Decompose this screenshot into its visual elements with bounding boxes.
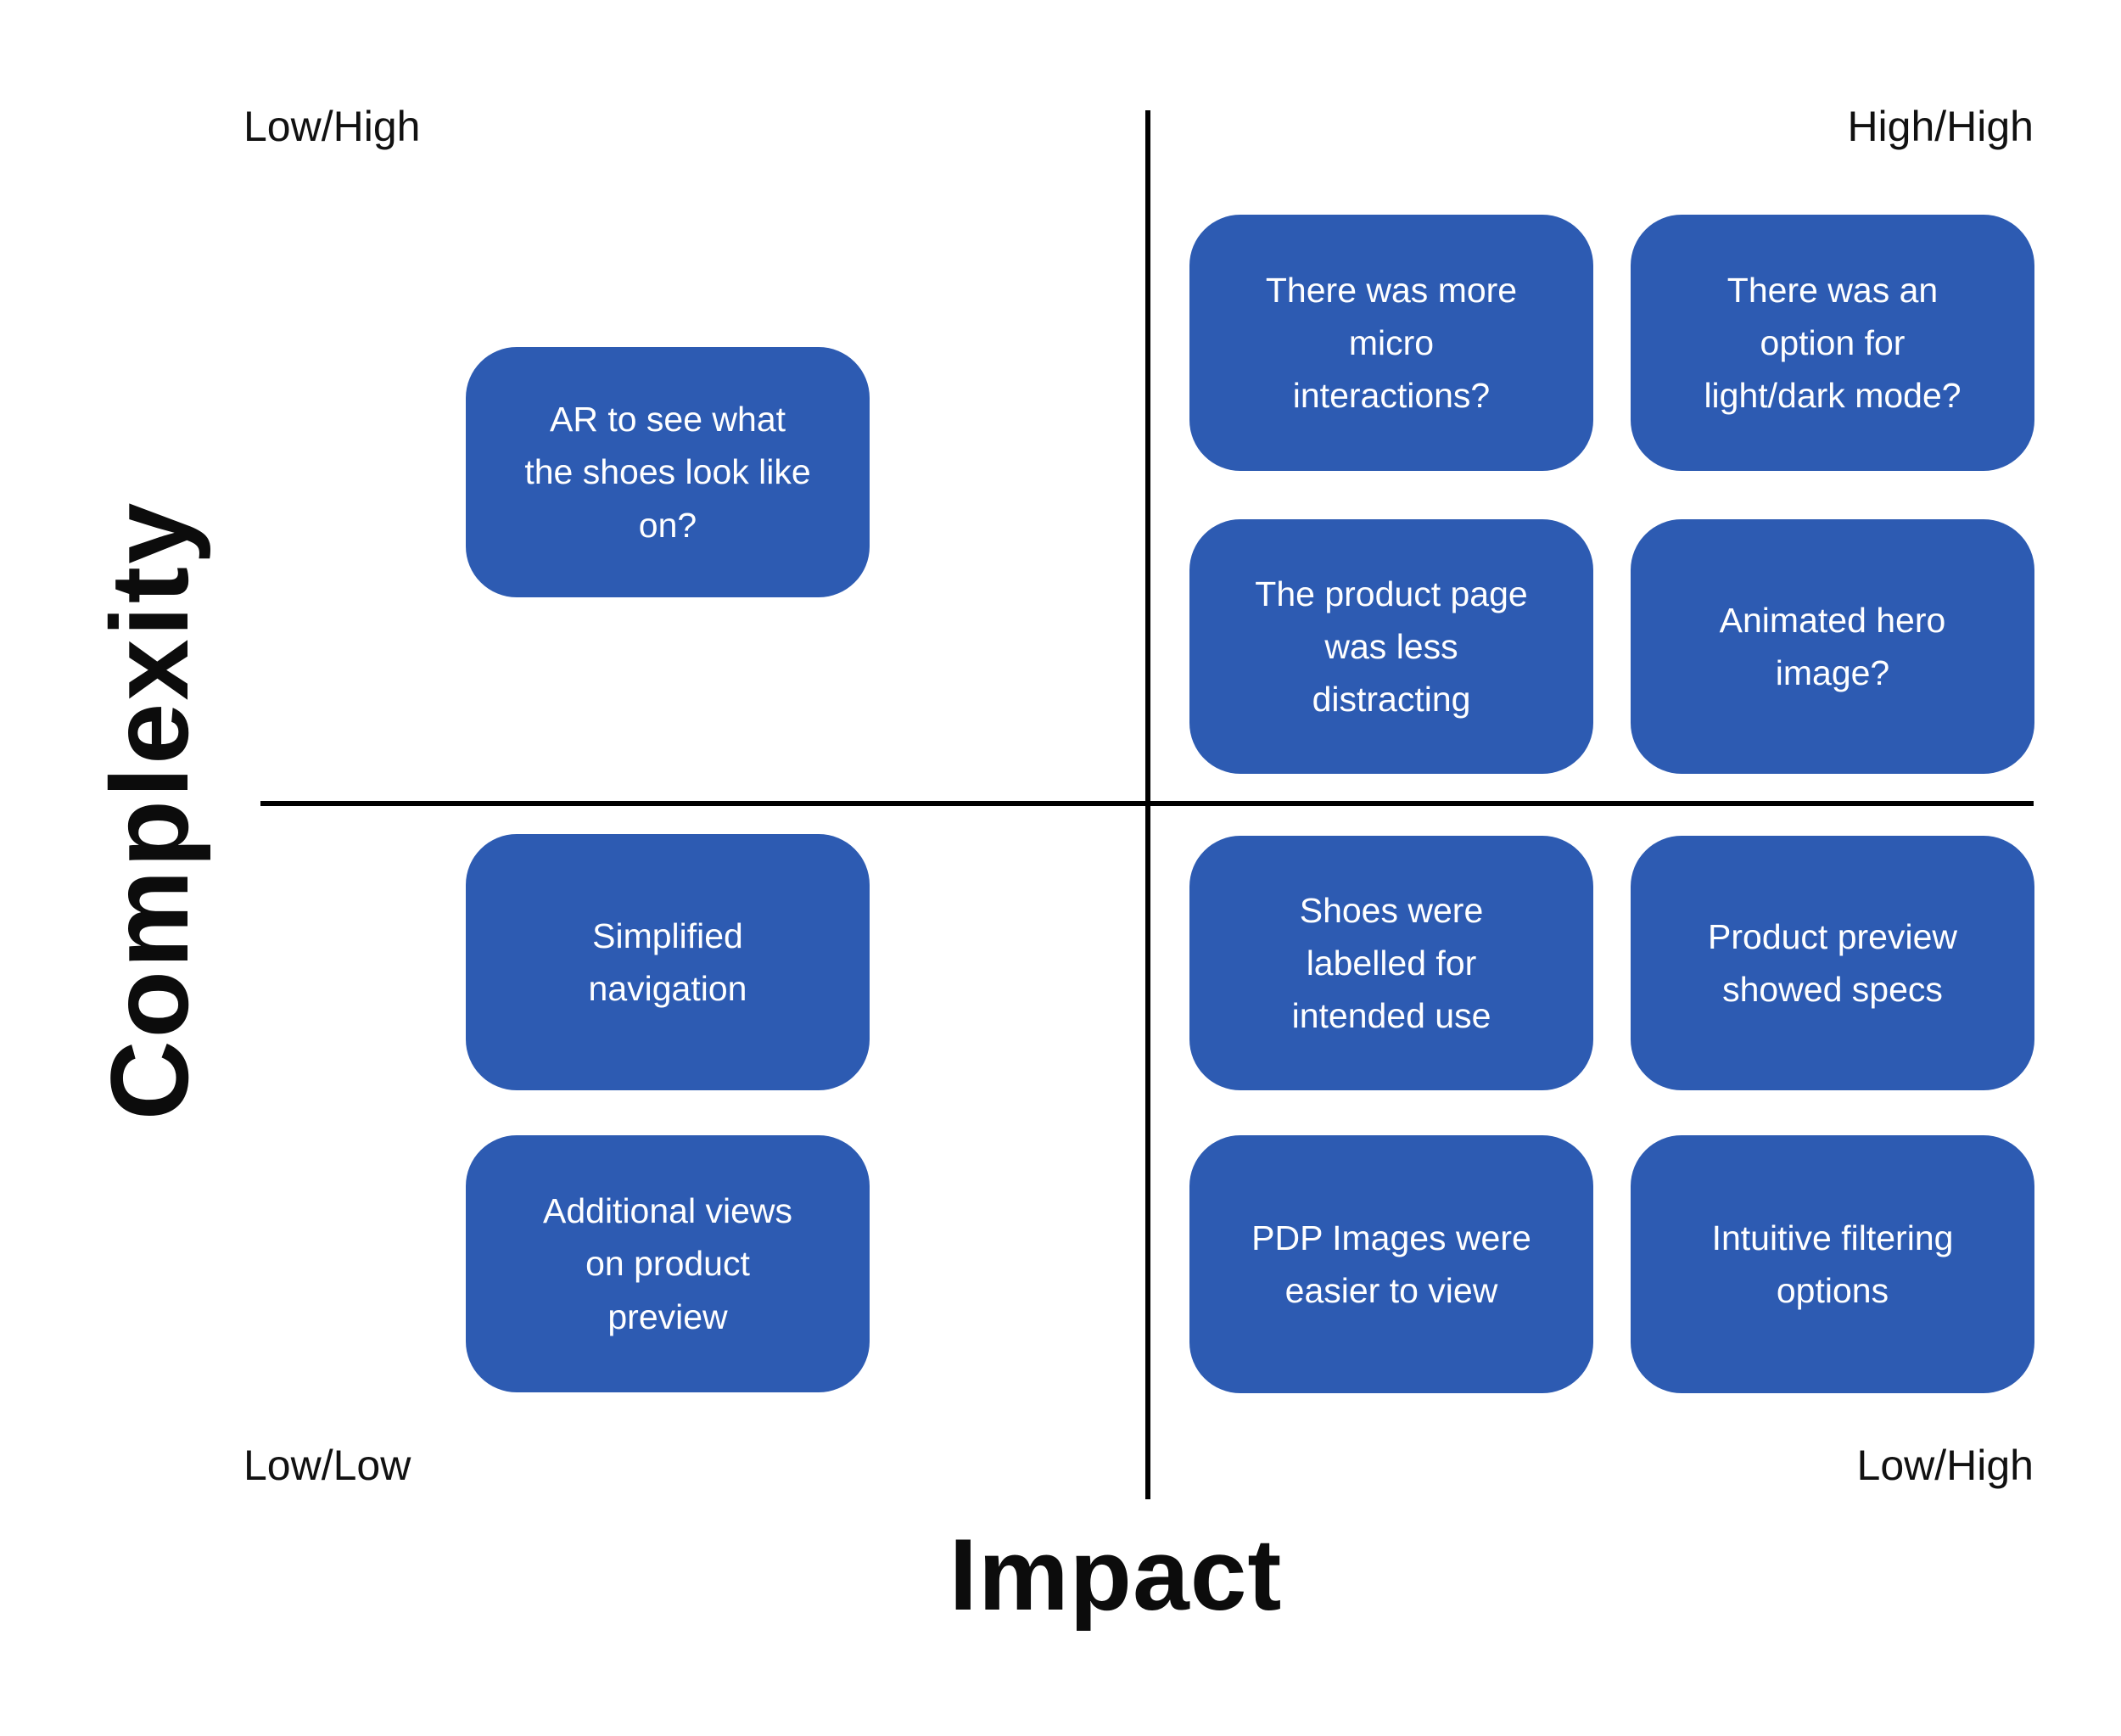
quadrant-label-bottom-right: Low/High [1856,1442,2034,1489]
y-axis-title: Complexity [87,500,211,1121]
sticky-note-text: The product page was less distracting [1255,574,1528,720]
sticky-note-text: AR to see what the shoes look like on? [524,400,811,545]
sticky-note-text: Additional views on product preview [543,1191,792,1336]
sticky-note-text: Shoes were labelled for intended use [1291,890,1491,1036]
sticky-note-ar-try-on[interactable]: AR to see what the shoes look like on? [466,347,870,597]
sticky-note-animated-hero[interactable]: Animated hero image? [1631,519,2034,774]
sticky-note-additional-views[interactable]: Additional views on product preview [466,1135,870,1392]
sticky-note-text: Intuitive filtering options [1711,1218,1954,1310]
sticky-note-pdp-images[interactable]: PDP Images were easier to view [1189,1135,1593,1393]
sticky-note-text: There was more micro interactions? [1265,270,1518,416]
x-axis-title: Impact [949,1518,1283,1632]
sticky-note-simplified-navigation[interactable]: Simplified navigation [466,834,870,1090]
sticky-note-intuitive-filtering[interactable]: Intuitive filtering options [1631,1135,2034,1393]
sticky-note-labelled-shoes[interactable]: Shoes were labelled for intended use [1189,836,1593,1090]
quadrant-label-top-left: Low/High [243,103,421,150]
sticky-note-text: Product preview showed specs [1708,916,1957,1009]
quadrant-label-bottom-left: Low/Low [243,1442,411,1489]
sticky-note-text: There was an option for light/dark mode? [1704,270,1962,416]
sticky-note-light-dark-mode[interactable]: There was an option for light/dark mode? [1631,215,2034,471]
quadrant-label-top-right: High/High [1847,103,2034,150]
sticky-note-text: Animated hero image? [1719,600,1946,692]
horizontal-axis-line [260,801,2034,806]
sticky-note-less-distracting-page[interactable]: The product page was less distracting [1189,519,1593,774]
sticky-note-micro-interactions[interactable]: There was more micro interactions? [1189,215,1593,471]
sticky-note-text: PDP Images were easier to view [1251,1218,1531,1310]
sticky-note-preview-specs[interactable]: Product preview showed specs [1631,836,2034,1090]
sticky-note-text: Simplified navigation [588,916,747,1008]
